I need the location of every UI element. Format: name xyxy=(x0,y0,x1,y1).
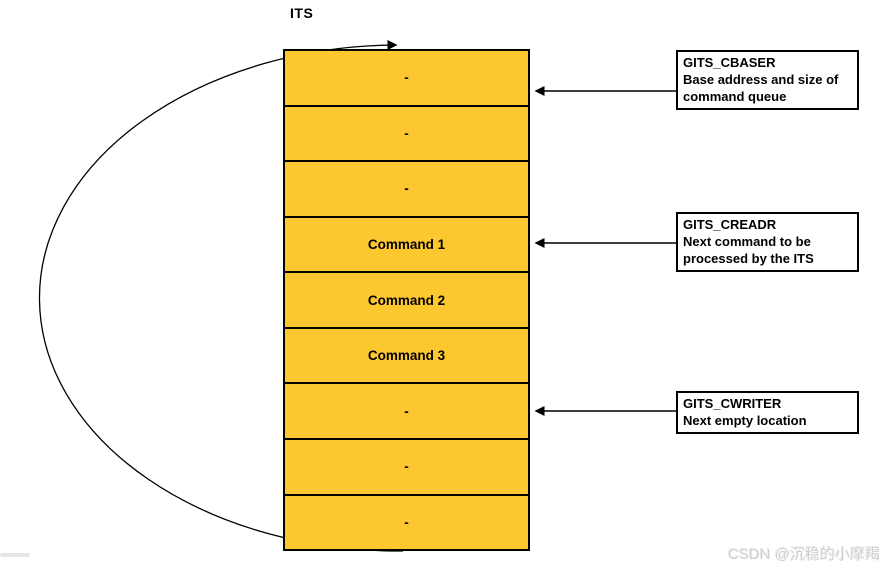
queue-row-command-2: Command 2 xyxy=(285,273,528,329)
register-description: Next command to be processed by the ITS xyxy=(683,234,814,267)
queue-row: - xyxy=(285,162,528,218)
diagram-title: ITS xyxy=(290,5,314,21)
register-description: Next empty location xyxy=(683,413,807,429)
csdn-watermark: CSDN @沉稳的小摩羯 xyxy=(728,546,880,563)
register-name: GITS_CWRITER xyxy=(683,396,782,411)
queue-row-command-1: Command 1 xyxy=(285,218,528,274)
register-name: GITS_CBASER xyxy=(683,55,776,70)
register-box-gits-creadr: GITS_CREADR Next command to be processed… xyxy=(676,212,859,273)
queue-row: - xyxy=(285,384,528,440)
register-box-gits-cbaser: GITS_CBASER Base address and size of com… xyxy=(676,50,859,111)
register-name: GITS_CREADR xyxy=(683,217,777,232)
queue-row: - xyxy=(285,51,528,107)
queue-row: - xyxy=(285,440,528,496)
queue-row: - xyxy=(285,107,528,163)
register-description: Base address and size of command queue xyxy=(683,72,839,105)
command-queue: - - - Command 1 Command 2 Command 3 - - … xyxy=(283,49,530,551)
register-box-gits-cwriter: GITS_CWRITER Next empty location xyxy=(676,391,859,435)
queue-row-command-3: Command 3 xyxy=(285,329,528,385)
queue-row: - xyxy=(404,514,409,530)
corner-artifact xyxy=(0,553,30,557)
